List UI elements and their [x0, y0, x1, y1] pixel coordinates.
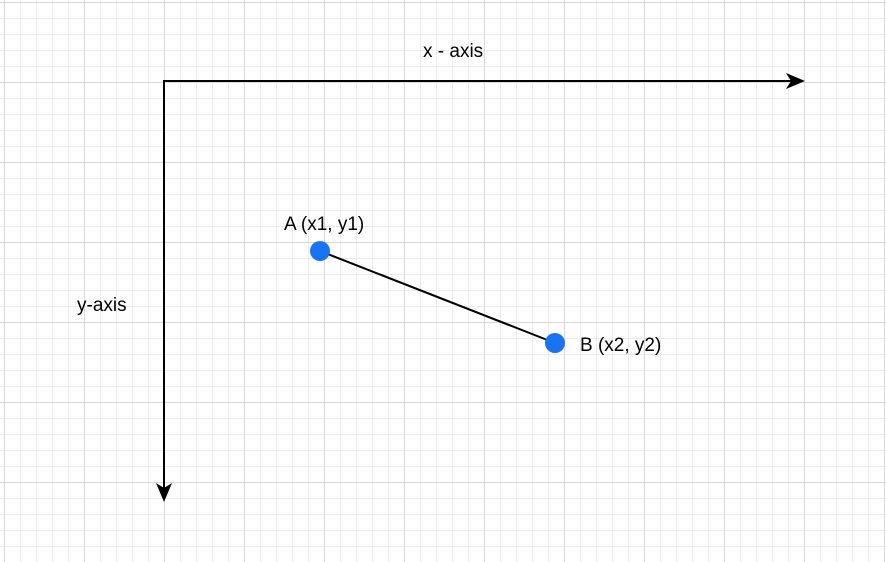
x-axis-label: x - axis [423, 41, 484, 62]
y-axis-arrowhead [156, 483, 172, 502]
point-a [310, 241, 330, 261]
segment-ab [319, 250, 556, 344]
x-axis-arrowhead [786, 73, 805, 89]
point-b [545, 333, 565, 353]
point-a-label: A (x1, y1) [284, 214, 365, 235]
y-axis-label: y-axis [77, 295, 127, 316]
point-b-label: B (x2, y2) [580, 335, 662, 356]
